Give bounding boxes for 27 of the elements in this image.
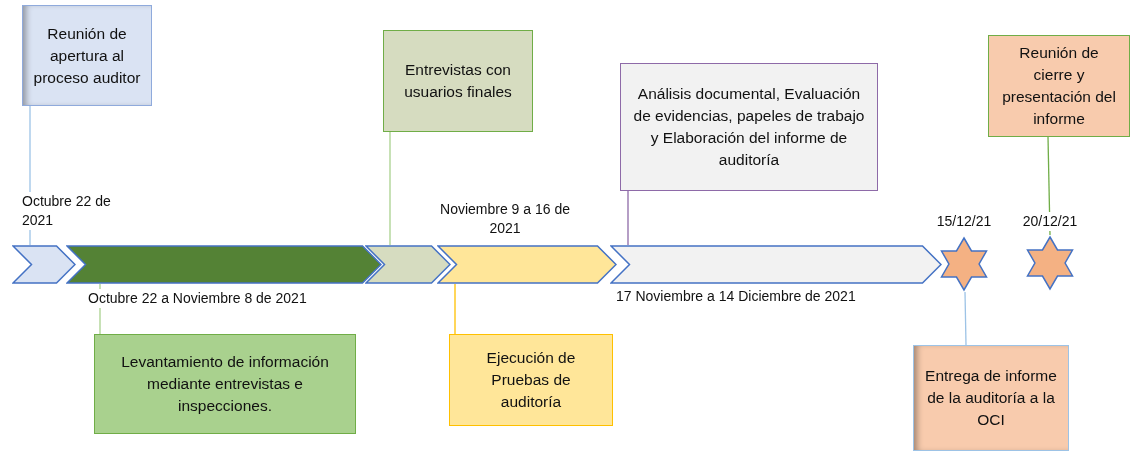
star-shape [937, 236, 991, 292]
timeline-segment [12, 245, 76, 284]
callout-text: Levantamiento de información mediante entrevistas e inspecciones. [120, 352, 330, 416]
leader-line [627, 190, 629, 246]
leader-line [1047, 136, 1051, 236]
callout-text: Análisis documental, Evaluación de evidencias, papeles de trabajo y Elaboración del informe de auditoría [632, 84, 866, 170]
callout-text: Entrevistas con usuarios finales [403, 60, 513, 102]
leader-line [389, 131, 391, 246]
timeline-segment [610, 245, 942, 284]
leader-line [454, 283, 456, 335]
callout-text: Reunión de apertura al proceso auditor [33, 23, 141, 88]
callout-box [383, 30, 533, 132]
star-shape [1023, 235, 1077, 291]
timeline-segment [66, 245, 382, 284]
callout-box [620, 63, 878, 191]
timeline-segment [365, 245, 451, 284]
callout-text: Entrega de informe de la auditoría a la OCI [924, 366, 1058, 430]
callout-text: Reunión de cierre y presentación del informe [1001, 43, 1117, 129]
timeline-segment [437, 245, 617, 284]
callout-box [22, 5, 152, 106]
leader-line [29, 105, 31, 246]
callout-box [988, 35, 1130, 137]
callout-box [913, 345, 1069, 451]
callout-box [449, 334, 613, 426]
callout-text: Ejecución de Pruebas de auditoría [485, 348, 577, 412]
leader-line [964, 291, 967, 346]
callout-box [94, 334, 356, 434]
